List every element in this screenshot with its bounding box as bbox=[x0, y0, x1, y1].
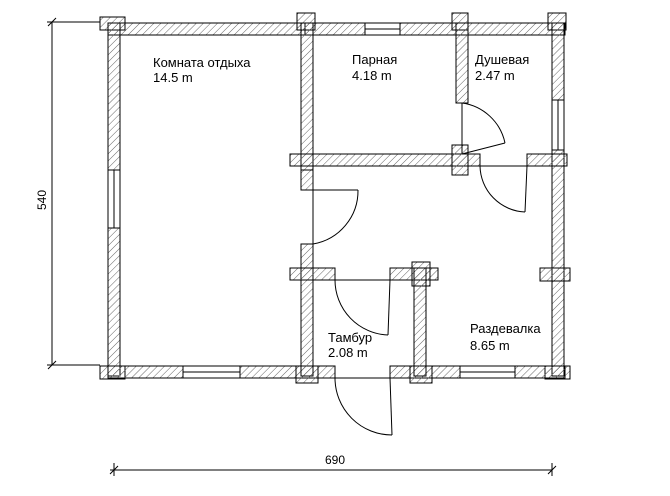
door-entrance bbox=[334, 377, 393, 436]
wall-interior-h2 bbox=[289, 267, 336, 281]
doors bbox=[312, 102, 528, 436]
wall-interior-h1 bbox=[289, 153, 481, 167]
dimension-width bbox=[109, 463, 557, 476]
room-name: Душевая bbox=[475, 52, 529, 67]
room-shower: Душевая 2.47 m bbox=[475, 52, 529, 83]
wall-top-left bbox=[107, 22, 306, 36]
windows bbox=[107, 22, 565, 379]
wall-interior-v1c bbox=[300, 243, 314, 377]
room-area: 2.08 m bbox=[328, 345, 368, 360]
wall-right-lower bbox=[551, 149, 565, 377]
wall-interior-v2 bbox=[455, 22, 469, 104]
dimension-width-label: 690 bbox=[325, 453, 345, 467]
room-area: 14.5 m bbox=[153, 70, 193, 85]
dimension-height-label: 540 bbox=[35, 190, 49, 210]
room-steam-room: Парная 4.18 m bbox=[352, 52, 397, 83]
wall-interior-v1 bbox=[300, 22, 314, 171]
room-name: Комната отдыха bbox=[153, 55, 251, 70]
wall-bottom bbox=[239, 365, 336, 379]
room-area: 2.47 m bbox=[475, 68, 515, 83]
wall-bottom bbox=[514, 365, 566, 379]
wall-top-right bbox=[399, 22, 566, 36]
door-rest-room bbox=[312, 189, 359, 245]
door-shower bbox=[461, 102, 506, 155]
wall-interior-v1b bbox=[300, 169, 314, 191]
wall-left-lower bbox=[107, 227, 121, 377]
wall-interior-v3 bbox=[413, 267, 427, 377]
room-name: Тамбур bbox=[328, 330, 372, 345]
dimension-height bbox=[47, 17, 100, 370]
door-steam-room bbox=[479, 165, 528, 213]
log-end bbox=[451, 144, 469, 176]
room-area: 4.18 m bbox=[352, 68, 392, 83]
wall-right-upper bbox=[551, 22, 565, 101]
log-end bbox=[539, 267, 571, 282]
walls bbox=[99, 12, 571, 384]
wall-interior-h1b bbox=[526, 153, 568, 167]
room-name: Парная bbox=[352, 52, 397, 67]
room-vestibule: Тамбур 2.08 m bbox=[328, 330, 372, 360]
wall-left-upper bbox=[107, 22, 121, 171]
door-vestibule-inner bbox=[334, 279, 391, 336]
wall-bottom bbox=[107, 365, 184, 379]
room-name: Раздевалка bbox=[470, 321, 541, 336]
room-area: 8.65 m bbox=[470, 338, 510, 353]
room-changing-room: Раздевалка 8.65 m bbox=[470, 321, 541, 353]
room-rest-room: Комната отдыха 14.5 m bbox=[153, 55, 251, 85]
